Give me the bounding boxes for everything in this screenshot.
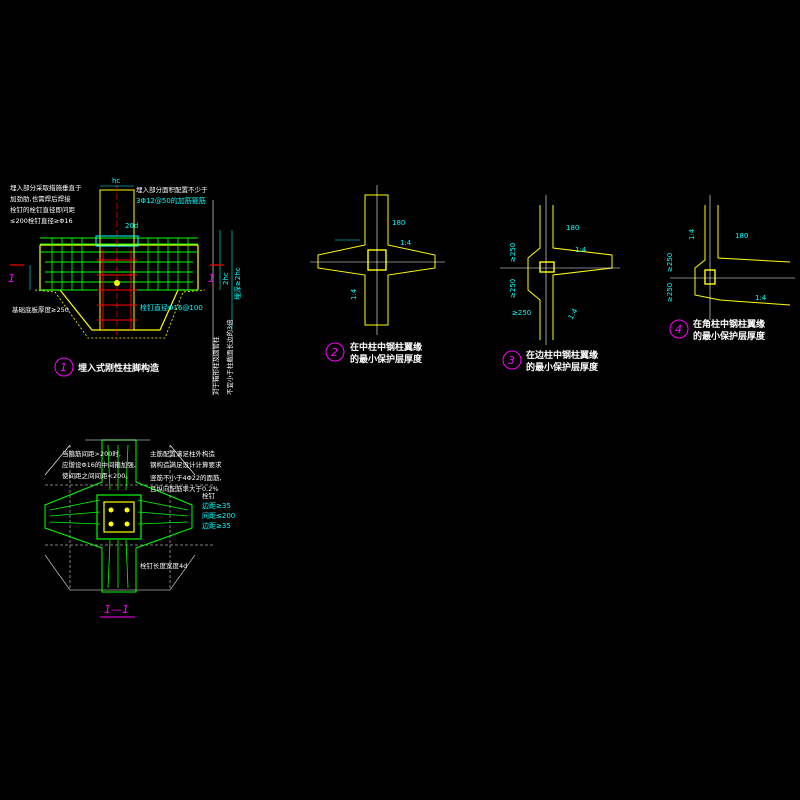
detail-2-number: 2 bbox=[331, 346, 338, 359]
d2-concrete-outline bbox=[317, 194, 436, 326]
d3-dim-d: ≥250 bbox=[509, 279, 517, 298]
s-dim-3: 间距≤200 bbox=[202, 512, 235, 520]
s-note-l1: 当箍筋间距>200时, bbox=[62, 449, 121, 458]
section-mark-left: 1 bbox=[8, 272, 15, 285]
d3-steel-section bbox=[539, 261, 555, 273]
s-axis-grid bbox=[45, 445, 215, 590]
detail-4-line2: 的最小保护层厚度 bbox=[693, 330, 766, 342]
d3-dim-e: ≥250 bbox=[512, 309, 531, 317]
detail-3-number-circle bbox=[502, 350, 522, 370]
s-note-r2: 钢构造满足设计计算要求 bbox=[150, 460, 222, 469]
detail-3-number: 3 bbox=[508, 354, 515, 367]
d4-dim-b: 1:4 bbox=[688, 228, 696, 240]
s-column-stirrup bbox=[96, 494, 142, 540]
d3-dim-b: 1:4 bbox=[575, 246, 587, 254]
detail-1-column-base: 1 1 埋入部分采取措施垂直于 加劲肋,也需焊后焊接 栓钉的栓钉直径即问距 ≤2… bbox=[8, 177, 242, 395]
d3-dim-c: ≥250 bbox=[509, 243, 517, 262]
s-dim-2: 边距≥35 bbox=[202, 501, 231, 510]
earth-hatch bbox=[34, 289, 206, 339]
detail-2-line2: 的最小保护层厚度 bbox=[350, 353, 423, 365]
d1-note-right-2: 不宜小于柱截面长边的3倍 bbox=[225, 319, 234, 395]
d2-dim-c: 1:4 bbox=[350, 288, 358, 300]
detail-4-number: 4 bbox=[675, 323, 682, 336]
detail-3-line2: 的最小保护层厚度 bbox=[526, 361, 599, 373]
section-label: 1—1 bbox=[104, 603, 129, 616]
detail-4-corner-column: 180 1:4 ≥250 ≥250 1:4 4 在角柱中钢柱翼缘 的最小保护层厚… bbox=[666, 195, 795, 342]
section-mark-right: 1 bbox=[208, 272, 215, 285]
d4-dim-d: ≥250 bbox=[666, 283, 674, 302]
s-note-r3: 竖筋不小于4Φ22的面筋, bbox=[150, 473, 222, 482]
d1-note-left-2: 加劲肋,也需焊后焊接 bbox=[10, 194, 71, 203]
detail-1-number: 1 bbox=[60, 361, 67, 374]
detail-1-caption: 埋入式刚性柱脚构造 bbox=[78, 362, 160, 374]
d1-dim-bay: 20d bbox=[125, 222, 138, 230]
s-anchor-bolts bbox=[108, 507, 130, 527]
d4-concrete-outline bbox=[694, 205, 791, 306]
d4-dim-e: 1:4 bbox=[755, 294, 767, 302]
detail-4-number-circle bbox=[669, 319, 689, 339]
d1-note-left-3: 栓钉的栓钉直径即问距 bbox=[10, 205, 76, 214]
s-beam-rebars bbox=[49, 444, 189, 589]
s-footing-outline bbox=[44, 444, 196, 591]
s-note-bottom: 栓钉长度宽度4d bbox=[140, 561, 187, 570]
d1-note-left-4: ≤200栓钉直径≥Φ16 bbox=[10, 216, 73, 225]
s-dim-1: 栓钉 bbox=[202, 491, 216, 500]
detail-2-middle-column: 180 1:4 1:4 2 在中柱中钢柱翼缘 的最小保护层厚度 bbox=[310, 185, 445, 365]
foundation-outline bbox=[39, 244, 199, 331]
s-steel-column bbox=[103, 501, 135, 533]
d4-dim-c: ≥250 bbox=[666, 253, 674, 272]
section-1-1: 当箍筋间距>200时, 应增设Φ16的中间箍加强, 使间距之间间距<200。 主… bbox=[44, 439, 235, 618]
d1-dim-top: hc bbox=[112, 177, 120, 185]
base-plate bbox=[95, 235, 139, 247]
d3-dim-a: 180 bbox=[566, 224, 579, 232]
detail-4-line1: 在角柱中钢柱翼缘 bbox=[693, 318, 765, 330]
detail-1-number-circle bbox=[54, 357, 74, 377]
beam-stirrups bbox=[51, 238, 189, 290]
detail-1-dimensions bbox=[29, 185, 233, 330]
d4-dim-a: 180 bbox=[735, 232, 748, 240]
d2-dim-a: 180 bbox=[392, 219, 405, 227]
d1-note-top-1: 埋入部分面积配置不少于 bbox=[136, 185, 208, 194]
d2-dim-b: 1:4 bbox=[400, 239, 412, 247]
d1-note-right-1: 对于箱形柱及圆管柱 bbox=[211, 336, 220, 395]
d1-dim-right-1: 2hc bbox=[222, 272, 230, 285]
shear-studs bbox=[97, 250, 137, 330]
detail-2-number-circle bbox=[325, 342, 345, 362]
s-note-l3: 使间距之间间距<200。 bbox=[62, 471, 132, 480]
detail-3-line1: 在边柱中钢柱翼缘 bbox=[526, 349, 598, 361]
detail-2-line1: 在中柱中钢柱翼缘 bbox=[350, 341, 422, 353]
d1-dim-right-2: 埋深≥2hc bbox=[233, 267, 242, 300]
s-note-r4: 且纵向配筋率大于0.2% bbox=[150, 484, 219, 493]
d1-note-left-side: 基础底板厚度≥250 bbox=[12, 305, 69, 314]
d1-note-top-2: 3Φ12@50的加筋箍筋 bbox=[136, 196, 206, 205]
s-dim-4: 边距≥35 bbox=[202, 521, 231, 530]
d3-concrete-outline bbox=[527, 205, 613, 340]
d1-note-left-1: 埋入部分采取措施垂直于 bbox=[10, 183, 82, 192]
s-note-r1: 主筋配置满足柱外构造 bbox=[150, 449, 216, 458]
s-note-l2: 应增设Φ16的中间箍加强, bbox=[62, 460, 136, 469]
detail-3-edge-column: 180 1:4 ≥250 ≥250 ≥250 1:4 3 在边柱中钢柱翼缘 的最… bbox=[500, 195, 620, 373]
anchor-bolt bbox=[114, 280, 120, 286]
s-beam-cross bbox=[44, 439, 193, 593]
d1-note-bottom: 栓钉直径Φ16@100 bbox=[140, 303, 203, 312]
